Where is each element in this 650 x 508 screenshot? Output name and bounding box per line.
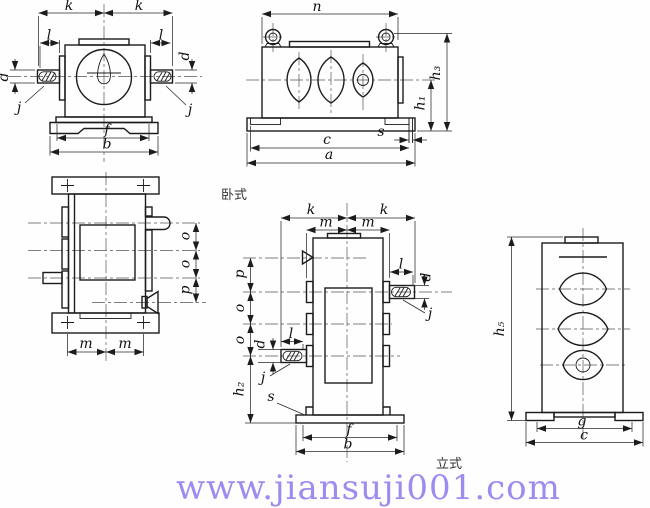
side-view-horizontal: n h₃ h₁ s c a — [246, 0, 452, 167]
dim-j-right: j — [185, 102, 193, 118]
dim-b: b — [103, 137, 112, 153]
dim-a: a — [325, 147, 333, 163]
dim-j-right: j — [425, 306, 433, 322]
dim-n: n — [312, 0, 321, 15]
dim-h2: h₂ — [232, 381, 248, 396]
dim-l-left: l — [47, 28, 51, 44]
dim-l-right: l — [159, 28, 163, 44]
front-view-horizontal: k k l l d d j j f b — [0, 0, 202, 162]
watermark-text: www.jiansuji001.com — [176, 468, 561, 508]
caption-horizontal-type: 卧式 — [221, 188, 247, 203]
dim-m-left: m — [319, 215, 332, 231]
dim-h1: h₁ — [413, 96, 429, 111]
dim-f: f — [103, 122, 112, 138]
dim-h3: h₃ — [428, 65, 444, 80]
dim-o-upper: o — [178, 232, 194, 240]
dim-k-left: k — [307, 202, 315, 218]
dim-j-left: j — [258, 370, 266, 386]
dim-p: p — [232, 269, 248, 278]
dim-k-right: k — [380, 202, 388, 218]
side-view-vertical: h₅ g c — [492, 228, 644, 447]
dim-d-left: d — [253, 339, 269, 348]
dim-s: s — [377, 124, 384, 140]
dim-k-right: k — [135, 0, 143, 14]
front-view-vertical: k k m m p o o l d j l d j h₂ — [232, 202, 452, 462]
dim-m-right: m — [118, 336, 131, 352]
dim-d-left: d — [0, 72, 12, 81]
dim-m-left: m — [79, 336, 92, 352]
caption-vertical-type: 立式 — [436, 457, 462, 472]
plan-view-horizontal: o o p m m — [28, 172, 206, 362]
dim-b: b — [344, 437, 353, 453]
dim-m-right: m — [361, 215, 374, 231]
dim-c: c — [323, 132, 331, 148]
dim-g: g — [578, 414, 587, 430]
dim-f: f — [345, 422, 354, 438]
dim-d-right: d — [177, 51, 193, 60]
dim-c: c — [580, 428, 588, 444]
dim-o-lower: o — [178, 260, 194, 268]
dim-l-right: l — [399, 257, 403, 273]
dim-k-left: k — [65, 0, 73, 14]
dim-h5: h₅ — [492, 321, 508, 336]
dim-o-lower: o — [232, 336, 248, 344]
dim-d-right: d — [419, 272, 435, 281]
dim-l-left: l — [289, 326, 293, 342]
dim-s: s — [267, 389, 274, 405]
dim-p: p — [178, 285, 194, 294]
dim-j-left: j — [14, 100, 22, 116]
dim-o-upper: o — [232, 304, 248, 312]
